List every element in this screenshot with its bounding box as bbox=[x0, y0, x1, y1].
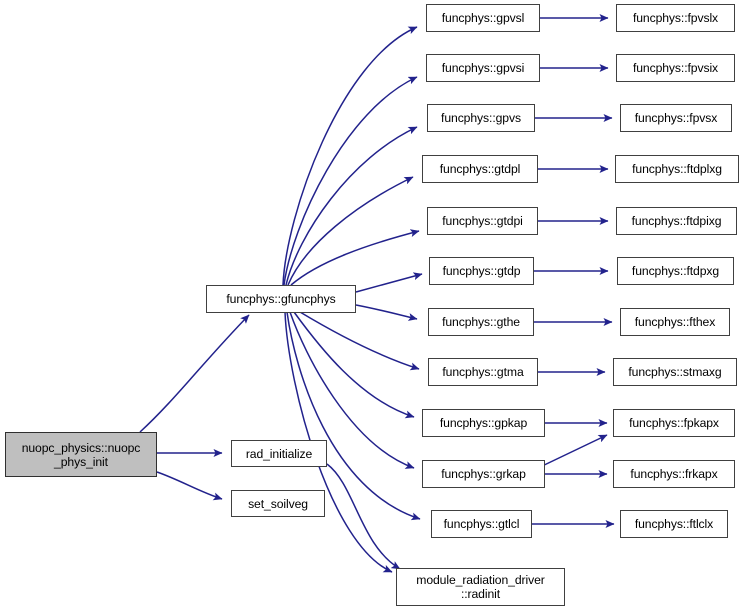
node-gpkap[interactable]: funcphys::gpkap bbox=[422, 409, 545, 437]
edge-gfuncphys-gtdpl bbox=[287, 176, 414, 286]
edge-gfuncphys-gthe bbox=[355, 304, 418, 321]
node-grkap[interactable]: funcphys::grkap bbox=[422, 460, 545, 488]
node-radinit[interactable]: module_radiation_driver ::radinit bbox=[396, 568, 565, 606]
node-gthe[interactable]: funcphys::gthe bbox=[428, 308, 534, 336]
node-nuopc-phys-init[interactable]: nuopc_physics::nuopc _phys_init bbox=[5, 432, 157, 477]
node-gpvs[interactable]: funcphys::gpvs bbox=[427, 104, 535, 132]
edge-gfuncphys-gpvsl bbox=[282, 26, 418, 286]
node-gtma[interactable]: funcphys::gtma bbox=[428, 358, 538, 386]
node-fpvslx[interactable]: funcphys::fpvslx bbox=[616, 4, 735, 32]
node-gtlcl[interactable]: funcphys::gtlcl bbox=[431, 510, 532, 538]
node-gtdp[interactable]: funcphys::gtdp bbox=[429, 257, 534, 285]
node-fpvsx[interactable]: funcphys::fpvsx bbox=[620, 104, 732, 132]
node-ftdpixg[interactable]: funcphys::ftdpixg bbox=[616, 207, 737, 235]
node-gpvsl[interactable]: funcphys::gpvsl bbox=[426, 4, 540, 32]
node-stmaxg[interactable]: funcphys::stmaxg bbox=[613, 358, 737, 386]
edge-gfuncphys-gtdp bbox=[355, 272, 423, 293]
edge-gfuncphys-gtlcl bbox=[286, 311, 421, 521]
node-ftdpxg[interactable]: funcphys::ftdpxg bbox=[617, 257, 734, 285]
node-frkapx[interactable]: funcphys::frkapx bbox=[613, 460, 735, 488]
edge-gfuncphys-gpvsi bbox=[283, 76, 418, 286]
node-gtdpi[interactable]: funcphys::gtdpi bbox=[427, 207, 538, 235]
node-rad-initialize[interactable]: rad_initialize bbox=[231, 440, 327, 467]
edge-gfuncphys-gtdpi bbox=[290, 229, 420, 286]
node-fpvsix[interactable]: funcphys::fpvsix bbox=[616, 54, 735, 82]
edge-rad-initialize-radinit bbox=[326, 463, 401, 570]
node-ftlclx[interactable]: funcphys::ftlclx bbox=[620, 510, 728, 538]
node-fpkapx[interactable]: funcphys::fpkapx bbox=[613, 409, 735, 437]
edge-gfuncphys-gpkap bbox=[293, 311, 415, 419]
node-gpvsi[interactable]: funcphys::gpvsi bbox=[426, 54, 540, 82]
node-fthex[interactable]: funcphys::fthex bbox=[620, 308, 730, 336]
edge-gfuncphys-gtma bbox=[299, 311, 420, 371]
edge-grkap-fpkapx bbox=[537, 434, 608, 469]
edge-root-gfuncphys bbox=[139, 314, 250, 433]
edge-gfuncphys-gpvs bbox=[285, 126, 418, 286]
edge-root-set-soilveg bbox=[156, 471, 223, 501]
node-set-soilveg[interactable]: set_soilveg bbox=[231, 490, 325, 517]
node-ftdplxg[interactable]: funcphys::ftdplxg bbox=[615, 155, 739, 183]
node-gtdpl[interactable]: funcphys::gtdpl bbox=[422, 155, 538, 183]
node-gfuncphys[interactable]: funcphys::gfuncphys bbox=[206, 285, 356, 313]
